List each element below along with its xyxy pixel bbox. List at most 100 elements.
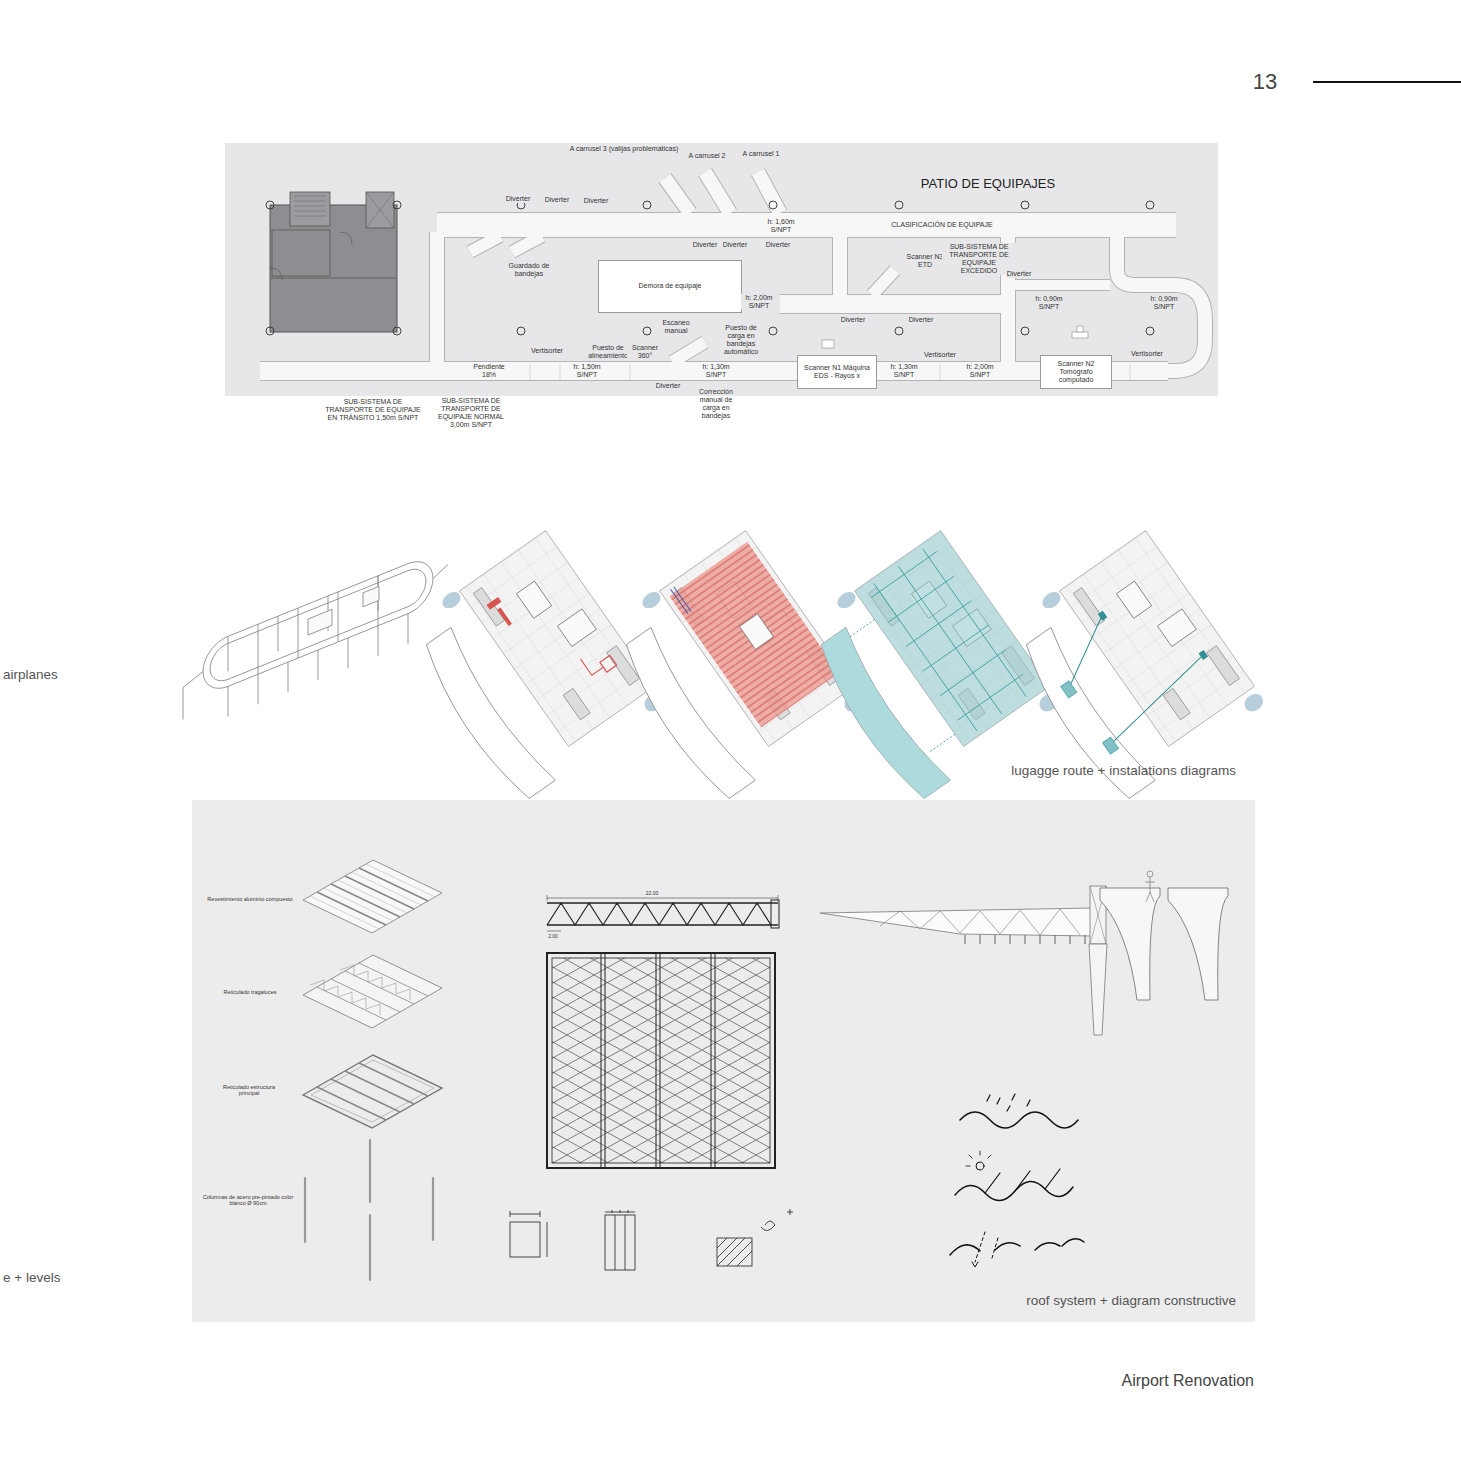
plan-label: Revestimiento aluminio compuesto	[206, 896, 293, 902]
installation-diagram	[739, 614, 773, 650]
exploded-axonometric	[310, 864, 435, 929]
plan-label: h: 1,50m S/NPT	[569, 363, 605, 379]
panel-ground	[192, 800, 1255, 1322]
baggage-plan	[225, 143, 1218, 396]
caption-text: lugagge route + instalations diagrams	[1010, 763, 1237, 779]
exploded-axonometric	[317, 963, 428, 1020]
plan-label: Diverter	[765, 241, 792, 249]
structural-column	[266, 327, 274, 335]
conveyor-outline	[758, 172, 780, 213]
structural-column	[517, 327, 525, 335]
conveyor-axonometric	[363, 586, 379, 606]
structural-column	[1021, 201, 1029, 209]
conveyor-band	[1015, 280, 1110, 290]
plan-label: Diverter	[583, 197, 610, 205]
truss-elevation	[547, 903, 771, 925]
exploded-axonometric	[340, 965, 410, 1000]
installation-diagram	[866, 543, 1035, 736]
sketch	[987, 1094, 1030, 1111]
plan-label: Scanner N3 ETD	[904, 253, 946, 269]
plan-label: Diverter	[544, 196, 571, 204]
structural-column	[266, 201, 274, 209]
truss-elevation	[547, 931, 561, 932]
exploded-axonometric	[303, 955, 442, 1028]
structural-column	[643, 327, 651, 335]
roof-section	[1147, 871, 1153, 877]
plan-label: A carrusel 3 (valijas problemáticas)	[569, 145, 680, 153]
plan-label: A carrusel 1	[742, 150, 781, 158]
plan-label: Reticulado tragaluces	[223, 989, 278, 995]
plan-label: Vertisorter	[530, 347, 564, 355]
sketch	[510, 1211, 540, 1217]
sketch	[950, 1094, 1084, 1267]
roof-section	[1089, 944, 1107, 1035]
installation-diagram	[1046, 582, 1214, 746]
equipment-icon	[1072, 332, 1088, 338]
exploded-axonometric	[303, 1055, 442, 1128]
plan-label: Diverter	[655, 382, 682, 390]
installation-diagram	[1102, 737, 1118, 754]
installation-diagram	[1098, 611, 1108, 621]
conveyor-axonometric	[308, 609, 332, 635]
conveyor-axonometric	[183, 564, 448, 719]
plan-label: Diverter	[908, 316, 935, 324]
structural-column	[266, 201, 1154, 335]
sketch	[976, 1162, 984, 1170]
roof-section	[1100, 888, 1160, 1000]
sketch	[985, 1169, 1060, 1193]
plan-label: Corrección manual de carga en bandejas	[695, 388, 737, 420]
installation-diagram	[398, 527, 667, 805]
plan-label: Puesto de carga en bandejas automático	[718, 324, 765, 356]
roof-section	[820, 908, 1092, 936]
caption-text: roof system + diagram constructive	[1025, 1293, 1237, 1309]
conveyor-band	[1117, 232, 1205, 371]
caption-text: 13	[1252, 69, 1278, 94]
caption-text: e + levels	[2, 1270, 61, 1286]
conveyor-outline	[872, 270, 895, 295]
sketch	[972, 1262, 978, 1267]
structural-column	[393, 201, 401, 209]
sketch	[510, 1222, 540, 1257]
conveyor-outline	[260, 172, 1205, 380]
sketch	[605, 1212, 635, 1270]
plan-label: 22.00	[645, 891, 660, 897]
plan-label: h: 0,90m S/NPT	[1031, 295, 1067, 311]
conveyor-axonometric	[228, 564, 408, 717]
sketch	[960, 1112, 1078, 1128]
plan-label: h: 1,30m S/NPT	[698, 363, 734, 379]
sketch	[950, 1239, 1084, 1255]
equipment-icon	[1077, 326, 1083, 332]
structural-column	[1146, 201, 1154, 209]
sketch	[966, 1151, 991, 1166]
roof-section	[820, 871, 1228, 1035]
page-rule	[1313, 82, 1461, 83]
conveyor-outline	[512, 236, 542, 252]
sketch	[612, 1210, 628, 1213]
exploded-axonometric	[303, 860, 442, 1280]
truss-elevation	[547, 895, 778, 901]
plan-label: Diverter	[722, 241, 749, 249]
building-core	[366, 192, 394, 228]
sketch	[717, 1238, 752, 1266]
truss-elevation	[547, 895, 779, 931]
plan-label: Scanner 360°	[627, 344, 663, 360]
installation-diagram	[809, 627, 952, 804]
plan-label: Escaneo manual	[655, 319, 697, 335]
exploded-axonometric	[303, 860, 442, 933]
conveyor-band	[512, 236, 542, 252]
exploded-axonometric	[311, 1060, 434, 1122]
equipment-icon	[822, 326, 1088, 348]
box-label: Scanner N2 Tomógrafo computado	[1044, 360, 1108, 384]
roof-section	[1168, 888, 1228, 1000]
conveyor-band	[872, 270, 895, 295]
structural-column	[769, 201, 777, 209]
building-core	[270, 192, 397, 332]
conveyor-outline	[705, 172, 730, 213]
plan-label: A carrusel 2	[688, 152, 727, 160]
conveyor-outline	[1015, 279, 1110, 291]
plan-label: Columnas de acero pre-pintado color blan…	[197, 1194, 299, 1207]
plan-label: Diverter	[692, 241, 719, 249]
plan-label: 2.00	[547, 934, 559, 940]
roof-section	[965, 935, 1085, 944]
installation-diagram	[669, 542, 839, 728]
